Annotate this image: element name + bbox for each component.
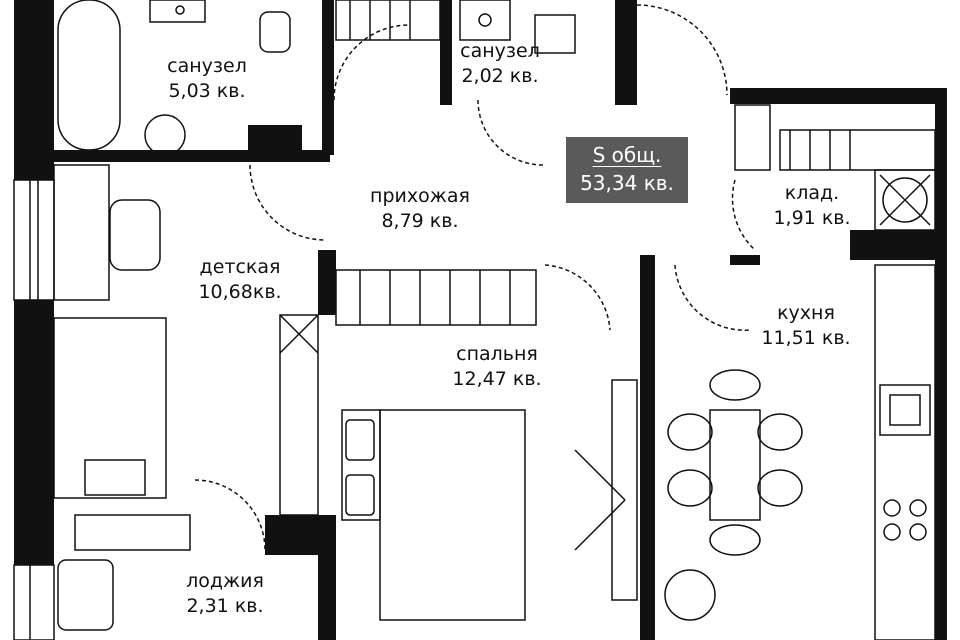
room-loggia: лоджия 2,31 кв. bbox=[186, 569, 264, 619]
total-area-label: S общ. bbox=[592, 143, 662, 167]
room-name: санузел bbox=[460, 40, 540, 62]
room-area: 8,79 кв. bbox=[381, 210, 459, 232]
room-kids: детская 10,68кв. bbox=[198, 255, 281, 305]
room-name: прихожая bbox=[370, 185, 470, 207]
total-area-value: 53,34 кв. bbox=[580, 171, 674, 195]
room-hallway: прихожая 8,79 кв. bbox=[370, 184, 470, 234]
room-bedroom: спальня 12,47 кв. bbox=[452, 342, 541, 392]
room-area: 12,47 кв. bbox=[452, 368, 542, 390]
room-area: 10,68кв. bbox=[198, 281, 282, 303]
room-area: 5,03 кв. bbox=[168, 80, 246, 102]
room-bathroom-1: санузел 5,03 кв. bbox=[167, 54, 247, 104]
room-name: детская bbox=[199, 256, 281, 278]
room-bathroom-2: санузел 2,02 кв. bbox=[460, 39, 540, 89]
room-name: санузел bbox=[167, 55, 247, 77]
room-storage: клад. 1,91 кв. bbox=[773, 181, 850, 231]
room-area: 11,51 кв. bbox=[761, 327, 851, 349]
room-name: спальня bbox=[456, 343, 538, 365]
room-name: клад. bbox=[784, 182, 840, 204]
room-name: кухня bbox=[777, 302, 835, 324]
room-area: 1,91 кв. bbox=[773, 207, 851, 229]
room-area: 2,02 кв. bbox=[461, 65, 539, 87]
walls bbox=[14, 0, 947, 640]
fixtures bbox=[13, 0, 936, 640]
room-kitchen: кухня 11,51 кв. bbox=[761, 301, 850, 351]
total-area-badge: S общ. 53,34 кв. bbox=[566, 137, 688, 203]
room-name: лоджия bbox=[186, 570, 264, 592]
room-area: 2,31 кв. bbox=[186, 595, 264, 617]
